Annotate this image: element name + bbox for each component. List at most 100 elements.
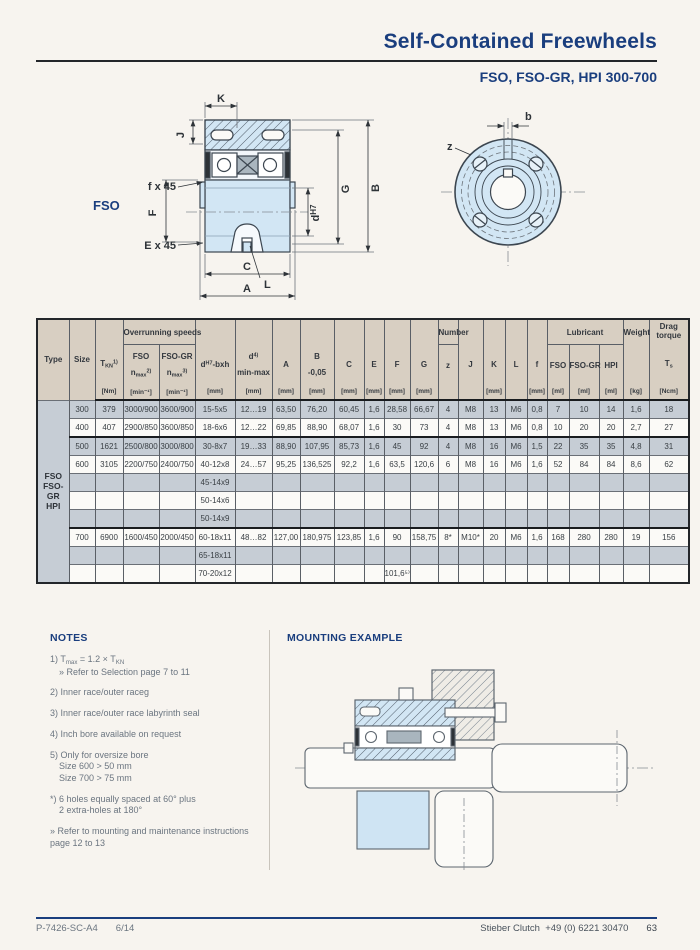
table-cell xyxy=(504,491,528,510)
table-cell: 1,6 xyxy=(622,399,650,419)
note-2: 2) Inner race/outer raceg xyxy=(50,687,150,698)
table-cell xyxy=(598,546,624,565)
table-cell: 1,6 xyxy=(526,527,548,547)
col-header-L: L xyxy=(504,344,528,385)
col-group-lubricant: Lubricant xyxy=(546,319,624,345)
table-cell: 400 xyxy=(68,418,96,437)
table-cell xyxy=(122,473,160,492)
table-cell xyxy=(568,473,600,492)
table-cell: 22 xyxy=(546,436,570,456)
table-cell xyxy=(271,564,301,583)
table-cell: 4 xyxy=(437,418,459,437)
table-cell: 8,6 xyxy=(622,455,650,474)
table-cell: 10 xyxy=(568,399,600,419)
table-cell: 10 xyxy=(546,418,570,437)
table-cell xyxy=(457,564,484,583)
table-cell xyxy=(546,564,570,583)
table-cell: 52 xyxy=(546,455,570,474)
unit-cell: [mm] xyxy=(363,385,385,401)
table-cell: 88,90 xyxy=(299,418,335,437)
table-cell: M6 xyxy=(504,527,528,547)
table-cell: 2200/750 xyxy=(122,455,160,474)
table-cell xyxy=(568,564,600,583)
table-cell: 24…57 xyxy=(234,455,273,474)
table-cell: 1600/450 xyxy=(122,527,160,547)
table-cell: 35 xyxy=(568,436,600,456)
col-header-tkn: TKN1) xyxy=(94,344,124,385)
col-header-lub-hpi: HPI xyxy=(598,344,624,385)
table-cell: 14 xyxy=(598,399,624,419)
header-cell xyxy=(457,319,484,345)
unit-cell: [mm] xyxy=(194,385,236,401)
table-cell xyxy=(598,473,624,492)
table-cell: 3000/800 xyxy=(158,436,196,456)
col-header-G: G xyxy=(409,344,439,385)
table-cell: 69,85 xyxy=(271,418,301,437)
table-cell: M6 xyxy=(504,455,528,474)
table-cell: 62 xyxy=(648,455,690,474)
table-cell xyxy=(546,509,570,528)
table-cell xyxy=(409,546,439,565)
table-cell: 1,6 xyxy=(363,527,385,547)
table-cell: 127,00 xyxy=(271,527,301,547)
table-cell: 40-12x8 xyxy=(194,455,236,474)
unit-cell: [min⁻¹] xyxy=(122,385,160,401)
flange-view xyxy=(441,118,585,266)
table-cell: 30 xyxy=(383,418,411,437)
table-cell: M6 xyxy=(504,399,528,419)
note-4: 4) Inch bore available on request xyxy=(50,728,182,739)
unit-cell xyxy=(437,385,459,401)
unit-cell xyxy=(504,385,528,401)
dim-B: B xyxy=(370,184,382,192)
table-cell xyxy=(504,546,528,565)
table-cell: 1,6 xyxy=(526,455,548,474)
dim-F: F xyxy=(147,209,159,216)
table-cell xyxy=(457,509,484,528)
table-header: Type Size Overrunning speeds Number xyxy=(36,319,690,401)
table-cell xyxy=(568,509,600,528)
table-cell xyxy=(333,564,365,583)
dimension-lines xyxy=(162,102,374,300)
col-header-K: K xyxy=(482,344,506,385)
unit-cell: [kg] xyxy=(622,385,650,401)
table-cell xyxy=(622,546,650,565)
table-cell: 92,2 xyxy=(333,455,365,474)
unit-cell: [ml] xyxy=(568,385,600,401)
table-cell xyxy=(94,473,124,492)
header-cell xyxy=(194,319,236,345)
dim-J: J xyxy=(175,132,187,138)
table-cell xyxy=(437,491,459,510)
page-subtitle: FSO, FSO-GR, HPI 300-700 xyxy=(479,69,657,85)
table-cell: 3600/850 xyxy=(158,418,196,437)
unit-cell: [ml] xyxy=(598,385,624,401)
table-cell xyxy=(437,546,459,565)
flange-dimensions xyxy=(454,122,529,156)
header-cell xyxy=(234,319,273,345)
table-cell: 35 xyxy=(598,436,624,456)
table-cell xyxy=(383,473,411,492)
table-cell: 50-14x6 xyxy=(194,491,236,510)
table-cell xyxy=(299,564,335,583)
table-cell: 84 xyxy=(568,455,600,474)
dim-b: b xyxy=(525,111,532,123)
col-header-f: f xyxy=(526,344,548,385)
table-cell xyxy=(526,564,548,583)
table-cell xyxy=(482,564,506,583)
col-header-lub-fso: FSO xyxy=(546,344,570,385)
table-cell: 20 xyxy=(482,527,506,547)
col-header-A: A xyxy=(271,344,301,385)
table-cell xyxy=(363,564,385,583)
table-cell: 500 xyxy=(68,436,96,456)
mounting-example-drawing xyxy=(295,669,653,872)
table-cell xyxy=(504,473,528,492)
table-cell: 6 xyxy=(437,455,459,474)
table-cell: 92 xyxy=(409,436,439,456)
table-cell: 1,6 xyxy=(363,455,385,474)
table-cell: 68,07 xyxy=(333,418,365,437)
unit-cell: [mm] xyxy=(299,385,335,401)
